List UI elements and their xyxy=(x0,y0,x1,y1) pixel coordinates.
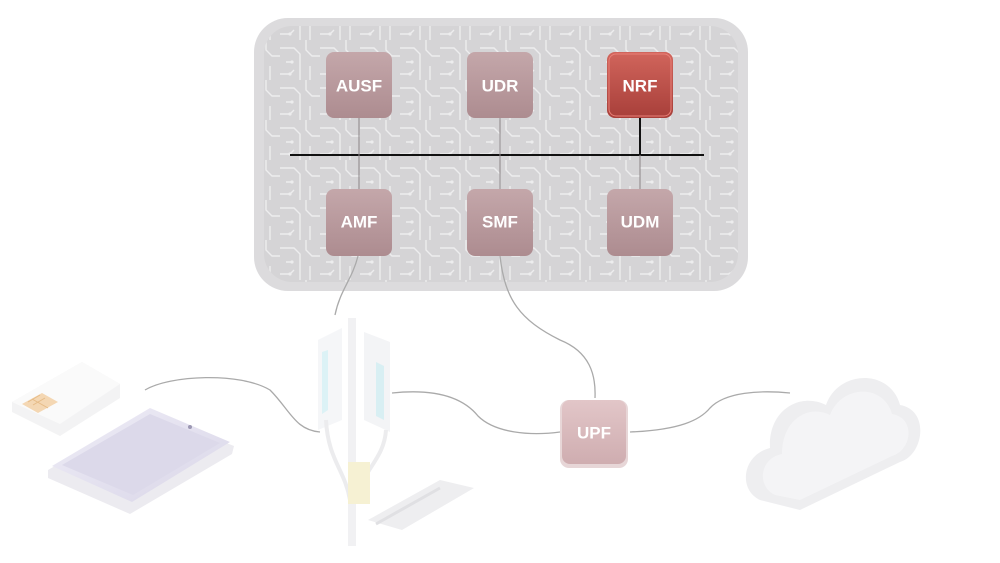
network-links xyxy=(144,255,791,435)
nf-udm[interactable]: UDM xyxy=(607,189,673,256)
nf-amf-label: AMF xyxy=(341,213,378,232)
antenna-tower-icon xyxy=(318,318,474,546)
nf-ausf-label: AUSF xyxy=(336,77,382,96)
nf-nrf-highlighted[interactable]: NRF xyxy=(607,52,673,118)
cloud-icon xyxy=(745,377,921,510)
bus-connectors xyxy=(358,118,641,189)
sim-card-icon xyxy=(12,362,120,436)
nf-ausf[interactable]: AUSF xyxy=(326,52,392,118)
nf-udm-label: UDM xyxy=(621,213,660,232)
nf-upf[interactable]: UPF xyxy=(560,400,628,468)
nf-amf[interactable]: AMF xyxy=(326,189,392,256)
nf-nrf-label: NRF xyxy=(623,77,658,96)
nf-udr-label: UDR xyxy=(482,77,519,96)
nf-udr[interactable]: UDR xyxy=(467,52,533,118)
smartphone-icon xyxy=(48,408,234,514)
nf-smf[interactable]: SMF xyxy=(467,189,533,256)
nf-upf-label: UPF xyxy=(577,424,611,443)
nf-smf-label: SMF xyxy=(482,213,518,232)
